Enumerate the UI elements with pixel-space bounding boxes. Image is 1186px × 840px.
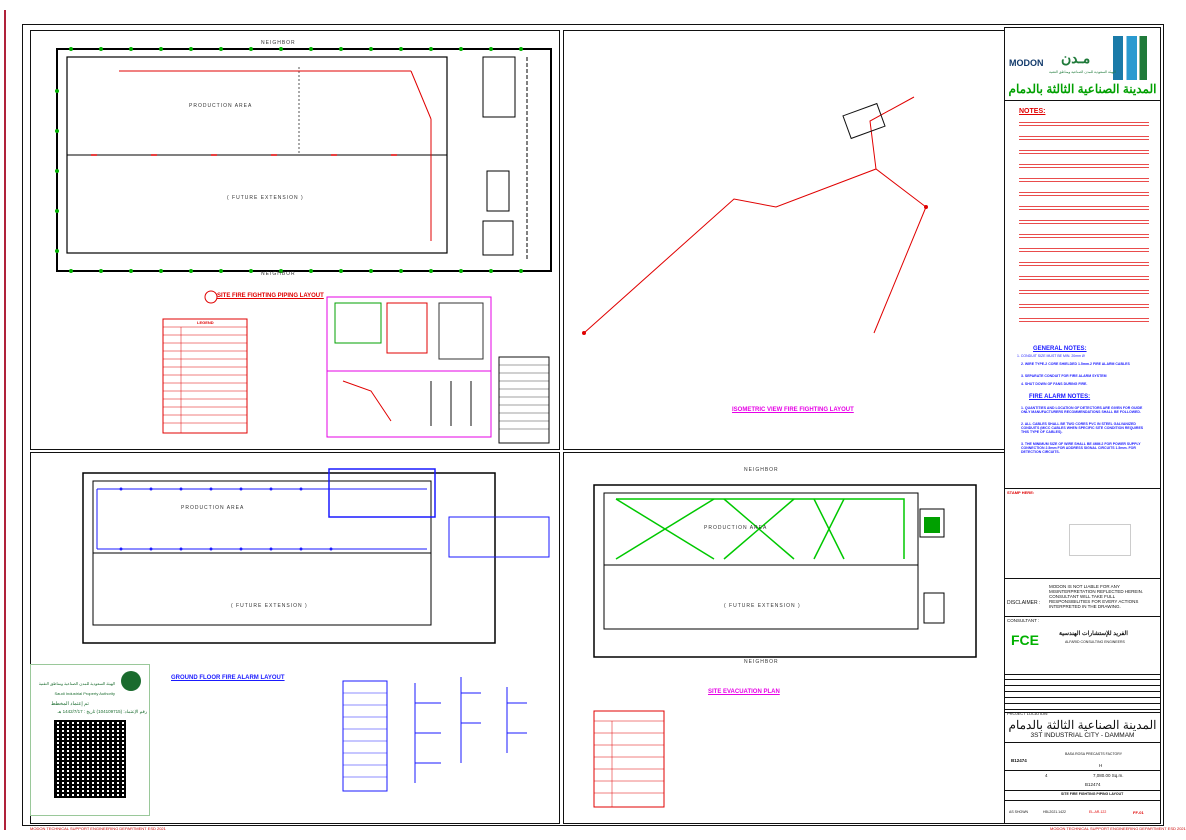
- lease-agreement: B12474: [1085, 782, 1101, 787]
- modon-green-logo: [121, 671, 141, 691]
- approval-number: رقم الإعتماد: (104109715) تاريخ : 1442/7…: [57, 709, 147, 714]
- site-evacuation-title: SITE EVACUATION PLAN: [708, 689, 780, 695]
- general-note-3: 3. SEPARATE CONDUIT FOR FIRE ALARM SYSTE…: [1021, 374, 1107, 378]
- tb-divider: [1005, 742, 1160, 743]
- fire-alarm-note-2: 2. ALL CABLES SHALL BE TWO CORES PVC IN …: [1021, 422, 1144, 434]
- approval-stamp-card: الهيئة السعودية للمدن الصناعية ومناطق ال…: [30, 664, 150, 816]
- fce-logo: FCE: [1011, 632, 1039, 648]
- sheet-outer-frame: [22, 24, 1164, 826]
- drawing-number: EL-AR-122: [1089, 810, 1107, 814]
- city-name-arabic: المدينة الصناعية الثالثة بالدمام: [1008, 82, 1157, 96]
- authority-english: Saudi Industrial Property Authority: [54, 691, 115, 696]
- project-location-english: 3ST INDUSTRIAL CITY - DAMMAM: [1030, 732, 1135, 739]
- consultant-english: ALFARID CONSULTING ENGINEERS: [1065, 640, 1125, 644]
- general-note-2: 2. WIRE TYPE-2 CORE SHIELDED 1.5mm.2 FIR…: [1021, 362, 1130, 366]
- consultant-label: CONSULTANT :: [1007, 618, 1040, 623]
- stamp-here-label: STAMP HERE:: [1007, 490, 1035, 495]
- tb-divider: [1005, 616, 1160, 617]
- project-location-label: PROJECT LOCATION:: [1007, 711, 1048, 716]
- title-block: MODON مـدن الهيئة السعودية للمدن الصناعي…: [1004, 27, 1161, 824]
- panel-ground-floor-fire-alarm: PRODUCTION AREA ( FUTURE EXTENSION ) GRO…: [30, 452, 560, 824]
- fire-alarm-production-area: PRODUCTION AREA: [181, 505, 245, 511]
- isometric-title: ISOMETRIC VIEW FIRE FIGHTING LAYOUT: [732, 407, 854, 413]
- legend-title: LEGEND: [197, 320, 214, 325]
- footer-left: MODON TECHNICAL SUPPORT ENGINEERING DEPA…: [30, 826, 166, 831]
- tb-divider: [1005, 770, 1160, 771]
- general-note-4: 4. SHUT DOWN OF FANS DURING FIRE.: [1021, 382, 1088, 386]
- neighbor-label-top: NEIGHBOR: [261, 40, 296, 46]
- disclaimer-text: MODON IS NOT LIABLE FOR ANY MISINTERPRET…: [1049, 584, 1144, 609]
- tb-divider: [1005, 712, 1160, 713]
- site-fire-fighting-drawing: [55, 47, 552, 444]
- panel-site-evacuation: NEIGHBOR NEIGHBOR PRODUCTION AREA ( FUTU…: [563, 452, 1005, 824]
- tb-divider: [1005, 100, 1160, 101]
- authority-arabic: الهيئة السعودية للمدن الصناعية ومناطق ال…: [38, 681, 115, 686]
- project-location-arabic: المدينة الصناعية الثالثة بالدمام: [1008, 718, 1157, 732]
- block-value: H: [1099, 763, 1103, 768]
- modon-name: MODON: [1009, 58, 1044, 68]
- modon-arabic-logo: مـدن: [1061, 50, 1091, 66]
- approval-label: تم إعتماد المخطط: [51, 701, 89, 707]
- future-extension-label: ( FUTURE EXTENSION ): [227, 195, 304, 201]
- consultant-arabic: الفريد للإستشارات الهندسية: [1059, 631, 1128, 637]
- general-notes-heading: GENERAL NOTES:: [1033, 346, 1087, 352]
- panel-isometric-view: ISOMETRIC VIEW FIRE FIGHTING LAYOUT: [563, 30, 1005, 450]
- fire-alarm-note-1: 1. QUANTITIES AND LOCATION OF DETECTORS …: [1021, 406, 1143, 414]
- sheet-contents: SITE FIRE FIGHTING PIPING LAYOUT: [1061, 792, 1124, 796]
- notes-heading: NOTES:: [1019, 108, 1046, 115]
- modon-authority-text: الهيئة السعودية للمدن الصناعية ومناطق ال…: [1049, 70, 1116, 74]
- lot-area: 7,080.00 Sq.m.: [1093, 773, 1124, 778]
- contract-number: B12474: [1011, 758, 1027, 763]
- scale-value: AS SHOWN: [1009, 810, 1029, 814]
- neighbor-label-bottom: NEIGHBOR: [261, 271, 296, 277]
- fire-alarm-future-extension: ( FUTURE EXTENSION ): [231, 603, 308, 609]
- modon-logo: MODON مـدن الهيئة السعودية للمدن الصناعي…: [1009, 36, 1155, 82]
- tb-divider: [1005, 790, 1160, 791]
- lot-number: 4: [1045, 773, 1048, 778]
- fire-alarm-notes-heading: FIRE ALARM NOTES:: [1029, 394, 1091, 400]
- evac-neighbor-bottom: NEIGHBOR: [744, 659, 779, 665]
- production-area-label: PRODUCTION AREA: [189, 103, 253, 109]
- sheet-left-border: [4, 10, 1184, 830]
- general-note-1: 1. CONDUIT SIZE MUST BE MIN. 20mm Ø: [1017, 354, 1085, 358]
- site-fire-fighting-title: SITE FIRE FIGHTING PIPING LAYOUT: [217, 293, 324, 299]
- evac-neighbor-top: NEIGHBOR: [744, 467, 779, 473]
- modon-building-icon: [1113, 36, 1147, 80]
- panel-site-fire-fighting: NEIGHBOR NEIGHBOR PRODUCTION AREA ( FUTU…: [30, 30, 560, 450]
- evac-future-extension: ( FUTURE EXTENSION ): [724, 603, 801, 609]
- fire-alarm-note-3: 3. THE MINIMUM SIZE OF WIRE SHALL BE 4MM…: [1021, 442, 1141, 454]
- footer-right: MODON TECHNICAL SUPPORT ENGINEERING DEPA…: [1050, 826, 1186, 831]
- signature-table: [1005, 674, 1160, 710]
- client-name: BASA ROSA PRECASTS FACTORY: [1065, 752, 1123, 756]
- sheet-number: FF-01: [1133, 810, 1144, 815]
- stamp-area: [1069, 524, 1131, 556]
- notes-red-body: [1019, 120, 1149, 330]
- tb-divider: [1005, 578, 1160, 579]
- evacuation-drawing: [593, 484, 977, 808]
- tb-divider: [1005, 800, 1160, 801]
- project-number: H5L2021.1422: [1043, 810, 1066, 814]
- fire-alarm-drawing: [82, 468, 550, 792]
- isometric-drawing: [582, 96, 928, 335]
- disclaimer-label: DISCLAIMER :: [1007, 600, 1041, 606]
- evac-production-area: PRODUCTION AREA: [704, 525, 768, 531]
- ground-floor-fire-alarm-title: GROUND FLOOR FIRE ALARM LAYOUT: [171, 675, 285, 681]
- qr-code: [54, 720, 126, 798]
- tb-divider: [1005, 488, 1160, 489]
